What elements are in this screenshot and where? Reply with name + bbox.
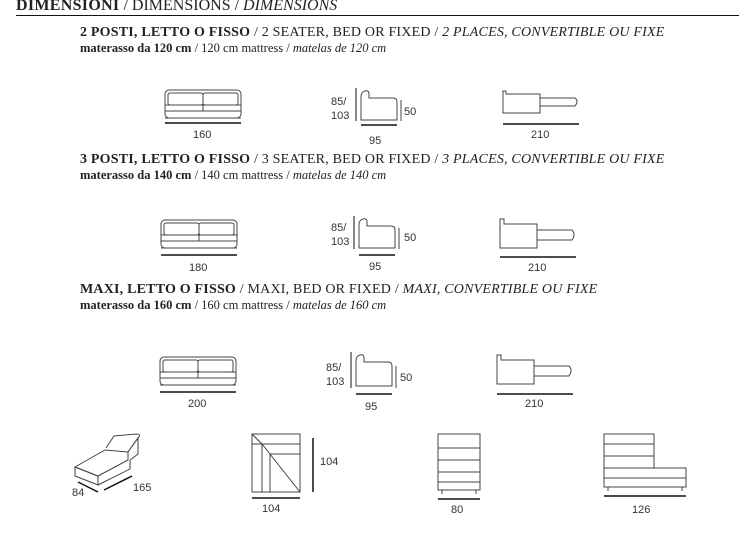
side-depth-label: 95 xyxy=(369,135,382,147)
front-width-label: 200 xyxy=(188,398,207,410)
page-header: DIMENSIONI / DIMENSIONS / DIMENSIONS xyxy=(16,0,337,15)
sofa-bed-open-maxi xyxy=(494,352,576,396)
sofa-front-3-seater xyxy=(158,218,240,258)
side-height-label: 85/ 103 xyxy=(331,222,350,248)
corner-width-label: 104 xyxy=(262,503,281,515)
side-depth-label: 95 xyxy=(365,401,378,413)
chaise-longue-module xyxy=(70,432,160,494)
section-title-2-seater: 2 POSTI, LETTO O FISSO / 2 SEATER, BED O… xyxy=(80,25,665,40)
open-length-label: 210 xyxy=(528,262,547,274)
header-english: DIMENSIONS xyxy=(131,0,231,14)
end-width-label: 126 xyxy=(632,504,651,516)
header-rule xyxy=(16,15,739,16)
header-italian: DIMENSIONI xyxy=(16,0,120,14)
sofa-side-maxi xyxy=(350,352,405,396)
end-module xyxy=(600,432,690,498)
corner-module-top-view xyxy=(250,432,322,500)
front-width-label: 180 xyxy=(189,262,208,274)
seat-height-label: 50 xyxy=(404,232,417,244)
front-width-label: 160 xyxy=(193,129,212,141)
seat-height-label: 50 xyxy=(400,372,413,384)
pouf-module xyxy=(434,432,484,500)
pouf-width-label: 80 xyxy=(451,504,464,516)
chaise-depth-label: 84 xyxy=(72,487,85,499)
open-length-label: 210 xyxy=(525,398,544,410)
side-height-label: 85/ 103 xyxy=(326,362,345,388)
mattress-note-3-seater: materasso da 140 cm / 140 cm mattress / … xyxy=(80,168,387,182)
mattress-note-2-seater: materasso da 120 cm / 120 cm mattress / … xyxy=(80,41,387,55)
sofa-side-2-seater xyxy=(355,88,410,128)
header-separator: / xyxy=(119,0,132,14)
header-separator: / xyxy=(230,0,244,14)
corner-height-label: 104 xyxy=(320,456,339,468)
open-length-label: 210 xyxy=(531,129,550,141)
section-title-maxi: MAXI, LETTO O FISSO / MAXI, BED OR FIXED… xyxy=(80,282,598,297)
chaise-length-label: 165 xyxy=(133,482,152,494)
sofa-front-maxi xyxy=(157,355,239,395)
sofa-bed-open-3-seater xyxy=(497,216,579,256)
header-french: DIMENSIONS xyxy=(243,0,338,14)
seat-height-label: 50 xyxy=(404,106,417,118)
mattress-note-maxi: materasso da 160 cm / 160 cm mattress / … xyxy=(80,298,387,312)
sofa-side-3-seater xyxy=(353,216,408,256)
sofa-bed-open-2-seater xyxy=(500,88,582,128)
sofa-front-2-seater xyxy=(162,88,244,128)
side-height-label: 85/ 103 xyxy=(331,96,350,122)
side-depth-label: 95 xyxy=(369,261,382,273)
section-title-3-seater: 3 POSTI, LETTO O FISSO / 3 SEATER, BED O… xyxy=(80,152,665,167)
